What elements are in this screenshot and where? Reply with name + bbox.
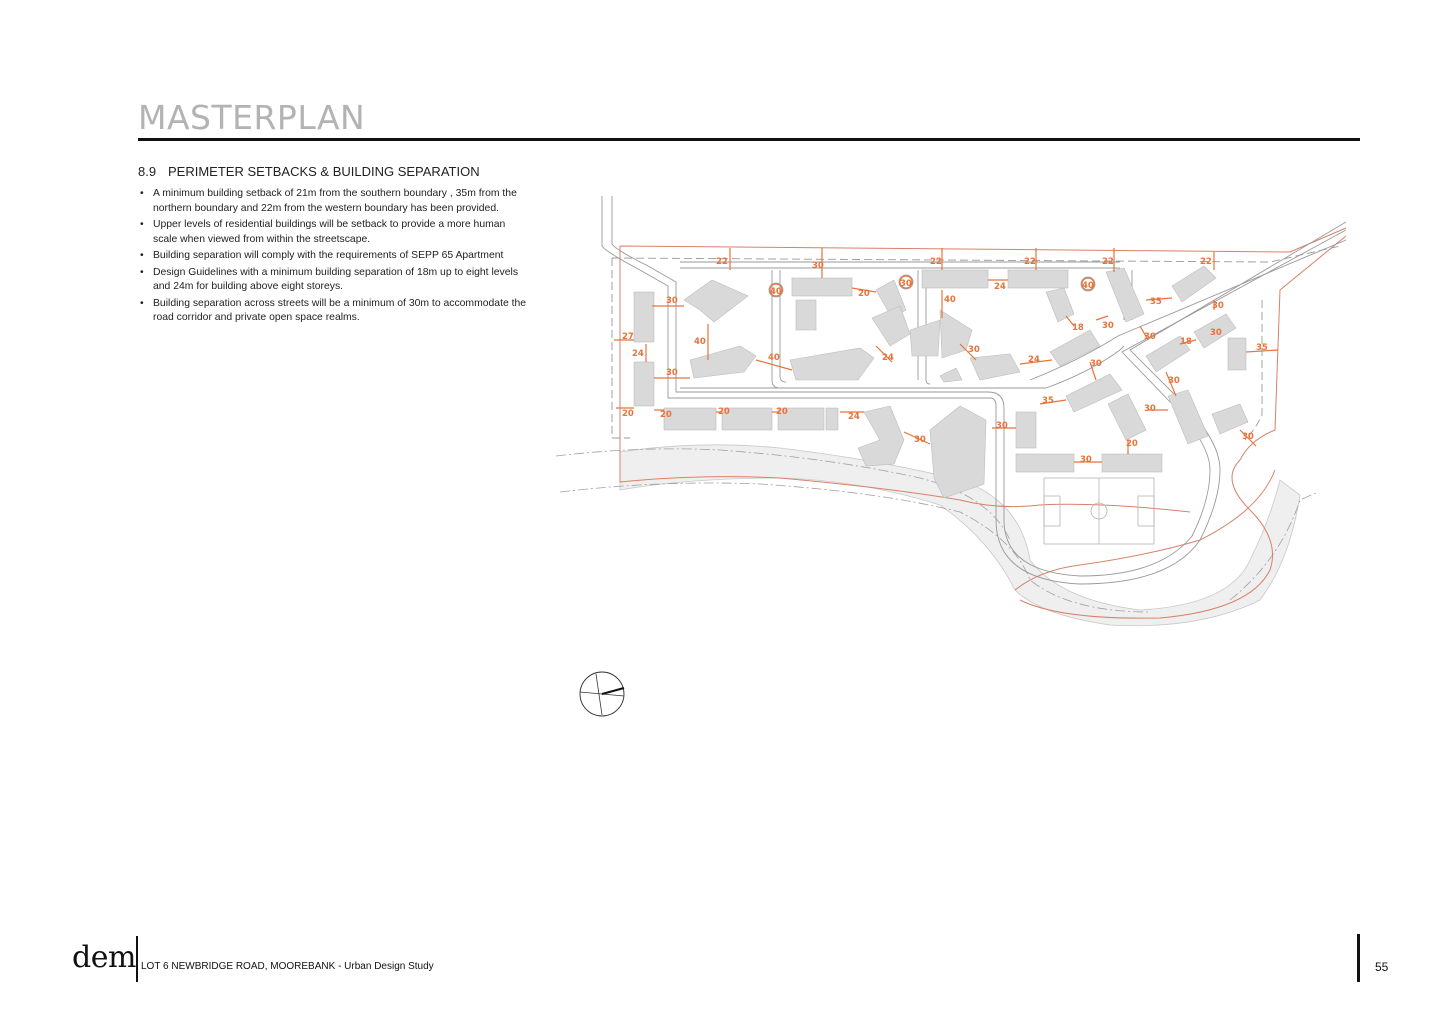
page-number-divider bbox=[1357, 934, 1360, 982]
dimension-label: 24 bbox=[1028, 355, 1040, 365]
masterplan-drawing: 22 30 22 22 22 22 30 40 20 30 24 40 35 3… bbox=[555, 196, 1347, 627]
dimension-label: 22 bbox=[1102, 257, 1114, 267]
dimension-label: 30 bbox=[996, 421, 1008, 431]
dimension-label: 22 bbox=[1024, 257, 1036, 267]
dimension-label: 35 bbox=[1042, 396, 1054, 406]
dimension-label: 30 bbox=[968, 345, 980, 355]
dimension-label: 30 bbox=[1080, 455, 1092, 465]
page-title: MASTERPLAN bbox=[138, 98, 366, 137]
dimension-label: 20 bbox=[718, 407, 730, 417]
dimension-label: 40 bbox=[694, 337, 706, 347]
dimension-label: 24 bbox=[882, 353, 894, 363]
dimension-label: 27 bbox=[622, 332, 634, 342]
footer-divider bbox=[136, 936, 138, 982]
north-arrow-icon bbox=[579, 671, 625, 717]
dimension-label: 30 bbox=[1212, 301, 1224, 311]
dimension-labels: 22 30 22 22 22 22 30 40 20 30 24 40 35 3… bbox=[622, 257, 1268, 465]
dimension-label: 20 bbox=[660, 410, 672, 420]
bullet-item: Design Guidelines with a minimum buildin… bbox=[138, 266, 528, 295]
dimension-label: 30 bbox=[1168, 376, 1180, 386]
dimension-label: 22 bbox=[930, 257, 942, 267]
dimension-label: 35 bbox=[1150, 297, 1162, 307]
bullet-list: A minimum building setback of 21m from t… bbox=[138, 187, 528, 328]
dimension-label: 20 bbox=[858, 289, 870, 299]
dimension-label: 30 bbox=[1102, 321, 1114, 331]
section-number: 8.9 bbox=[138, 164, 157, 179]
section-title: PERIMETER SETBACKS & BUILDING SEPARATION bbox=[168, 164, 480, 179]
dimension-arrows bbox=[614, 248, 1279, 463]
dimension-label: 30 bbox=[812, 261, 824, 271]
footer-project-title: LOT 6 NEWBRIDGE ROAD, MOOREBANK - Urban … bbox=[141, 961, 434, 972]
dimension-label: 30 bbox=[914, 435, 926, 445]
bullet-item: A minimum building setback of 21m from t… bbox=[138, 187, 528, 216]
dimension-label: 20 bbox=[622, 409, 634, 419]
setback-line bbox=[611, 245, 1341, 441]
bullet-item: Upper levels of residential buildings wi… bbox=[138, 218, 528, 247]
dimension-label: 30 bbox=[1090, 359, 1102, 369]
road-network bbox=[601, 196, 1347, 585]
dimension-label: 18 bbox=[1180, 337, 1192, 347]
title-rule bbox=[138, 138, 1360, 141]
dimension-label: 40 bbox=[944, 295, 956, 305]
sports-field bbox=[1043, 477, 1155, 545]
section-heading: 8.9 PERIMETER SETBACKS & BUILDING SEPARAT… bbox=[138, 164, 480, 179]
buildings bbox=[633, 265, 1249, 499]
bullet-item: Building separation will comply with the… bbox=[138, 249, 528, 264]
company-logo: dem bbox=[72, 940, 136, 975]
dimension-label: 30 bbox=[1144, 404, 1156, 414]
page-number: 55 bbox=[1375, 960, 1389, 974]
dimension-label: 30 bbox=[1242, 432, 1254, 442]
dimension-label: 30 bbox=[666, 296, 678, 306]
dimension-label: 20 bbox=[1126, 439, 1138, 449]
dimension-label: 24 bbox=[632, 349, 644, 359]
dimension-label: 30 bbox=[1144, 332, 1156, 342]
dimension-label: 20 bbox=[776, 407, 788, 417]
dimension-label: 18 bbox=[1072, 323, 1084, 333]
dimension-label: 35 bbox=[1256, 343, 1268, 353]
dimension-label: 40 bbox=[770, 287, 782, 297]
dimension-label: 24 bbox=[994, 282, 1006, 292]
dimension-label: 30 bbox=[900, 279, 912, 289]
dimension-label: 22 bbox=[1200, 257, 1212, 267]
dimension-label: 22 bbox=[716, 257, 728, 267]
dimension-label: 40 bbox=[1082, 281, 1094, 291]
bullet-item: Building separation across streets will … bbox=[138, 297, 528, 326]
dimension-label: 40 bbox=[768, 353, 780, 363]
dimension-label: 30 bbox=[666, 368, 678, 378]
dimension-label: 24 bbox=[848, 412, 860, 422]
dimension-label: 30 bbox=[1210, 328, 1222, 338]
